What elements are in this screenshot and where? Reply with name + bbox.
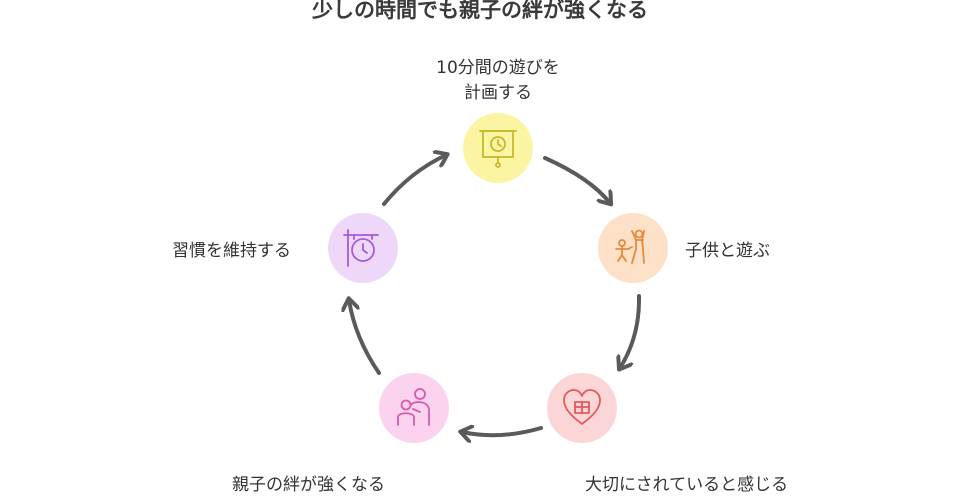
step-node-bond [379, 373, 449, 443]
step-label-bond: 親子の絆が強くなる [232, 475, 385, 495]
step-label-play: 子供と遊ぶ [685, 241, 770, 261]
arrow-play-to-cared [620, 294, 642, 368]
step-node-play [598, 213, 668, 283]
step-label-cared: 大切にされていると感じる [585, 475, 789, 495]
parent-hugging-child-icon [397, 388, 430, 426]
arrow-cared-to-bond [462, 428, 543, 435]
presentation-board-clock-icon [479, 130, 517, 168]
arrow-habit-to-plan [382, 155, 446, 206]
step-node-cared [547, 373, 617, 443]
step-label-habit: 習慣を維持する [172, 241, 291, 261]
diagram-title: 少しの時間でも親子の絆が強くなる [312, 0, 648, 22]
step-label-plan: 10分間の遊びを 計画する [436, 58, 560, 103]
parent-child-playing-icon [615, 229, 645, 264]
step-node-habit [328, 213, 398, 283]
arrow-plan-to-play [543, 156, 610, 203]
arrow-bond-to-habit [349, 300, 381, 375]
step-node-plan [463, 113, 533, 183]
heart-gift-icon [563, 389, 601, 425]
hanging-clock-sign-icon [343, 229, 379, 267]
